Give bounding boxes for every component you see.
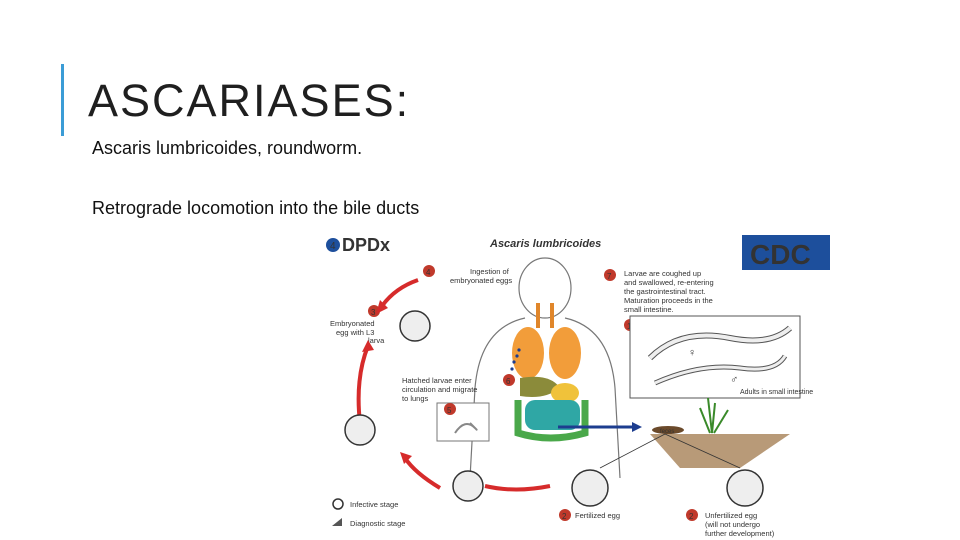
eggs	[344, 310, 764, 507]
body-line-2: Retrograde locomotion into the bile duct…	[92, 198, 420, 218]
step-4-number: 4	[426, 268, 431, 277]
egg-developing-2	[452, 470, 484, 502]
step-7-text-2: and swallowed, re-entering	[624, 278, 714, 287]
step-2-unfertilized-text-1: Unfertilized egg	[705, 511, 757, 520]
step-5-number: 5	[447, 406, 452, 415]
microscope-icon	[332, 518, 342, 526]
legend-infective: Infective stage	[350, 500, 398, 509]
step-3-number: 3	[371, 308, 376, 317]
step-2-fertilized-text: Fertilized egg	[575, 511, 620, 520]
stomach	[551, 383, 579, 403]
biohazard-icon	[332, 498, 344, 510]
step-2-unfertilized-text-3: further development)	[705, 529, 775, 538]
dpdx-logo-text: DPDx	[342, 235, 390, 255]
step-4-text-1: Ingestion of	[470, 267, 510, 276]
step-3-text-3: larva	[368, 336, 385, 345]
step-7: 7 Larvae are coughed up and swallowed, r…	[604, 269, 714, 314]
step-2-unfertilized: 2 Unfertilized egg (will not undergo fur…	[686, 509, 775, 538]
step-3-text-2: egg with L3	[336, 328, 374, 337]
title-accent-bar	[61, 64, 64, 136]
step-2-unfertilized-text-2: (will not undergo	[705, 520, 760, 529]
lung-left	[512, 327, 544, 379]
step-6-text-1: Hatched larvae enter	[402, 376, 472, 385]
step-7-number: 7	[607, 272, 612, 281]
dpdx-logo: 4 DPDx	[326, 235, 390, 255]
step-7-text-1: Larvae are coughed up	[624, 269, 701, 278]
small-intestine	[525, 400, 580, 430]
large-intestine	[514, 400, 589, 442]
step-1-adults-box: 1 ♀ ♂ Adults in small intestine	[624, 315, 813, 399]
liver	[520, 376, 560, 397]
diagram-heading: Ascaris lumbricoides	[489, 238, 601, 250]
female-symbol: ♀	[688, 347, 696, 359]
step-2-unfertilized-number: 2	[689, 512, 694, 521]
lung-right	[549, 327, 581, 379]
egg-unfertilized	[726, 469, 764, 507]
legend-diagnostic: Diagnostic stage	[350, 519, 405, 528]
step-7-text-4: Maturation proceeds in the	[624, 296, 713, 305]
step-7-text-3: the gastrointestinal tract.	[624, 287, 706, 296]
legend: Infective stage Diagnostic stage	[332, 498, 405, 528]
soil-with-plant: feces	[599, 397, 790, 469]
step-6-number: 6	[506, 377, 511, 386]
step-6-text-2: circulation and migrate	[402, 385, 477, 394]
step-2-fertilized: 2 Fertilized egg	[559, 509, 620, 521]
egg-fertilized	[571, 469, 609, 507]
blue-arrow	[558, 422, 642, 432]
dpdx-logo-number: 4	[330, 241, 336, 252]
larva-icon	[454, 422, 478, 434]
step-7-text-5: small intestine.	[624, 305, 674, 314]
human-silhouette	[469, 257, 621, 479]
cdc-logo-text: CDC	[750, 239, 811, 270]
migration-dots	[510, 348, 521, 371]
body-line-1: Ascaris lumbricoides, roundworm.	[92, 138, 363, 158]
cdc-logo: CDC	[742, 235, 830, 270]
egg-developing-1	[344, 414, 376, 446]
step-6-text-3: to lungs	[402, 394, 429, 403]
feces-label: feces	[660, 429, 674, 435]
step-3-text-1: Embryonated	[330, 319, 375, 328]
slide-title: ASCARIASES:	[88, 75, 411, 126]
step-1-text: Adults in small intestine	[740, 389, 813, 396]
step-6: 6 Hatched larvae enter circulation and m…	[402, 374, 515, 403]
step-5-larva-box: 5	[436, 402, 490, 442]
step-4: 4 Ingestion of embryonated eggs	[423, 265, 512, 285]
step-3: 3 Embryonated egg with L3 larva	[330, 305, 385, 345]
male-symbol: ♂	[730, 374, 738, 386]
step-2-fertilized-number: 2	[562, 512, 567, 521]
life-cycle-diagram: 4 DPDx Ascaris lumbricoides CDC 4 Ingest…	[326, 235, 830, 538]
egg-embryonated-l3	[399, 310, 431, 342]
step-4-text-2: embryonated eggs	[450, 276, 512, 285]
